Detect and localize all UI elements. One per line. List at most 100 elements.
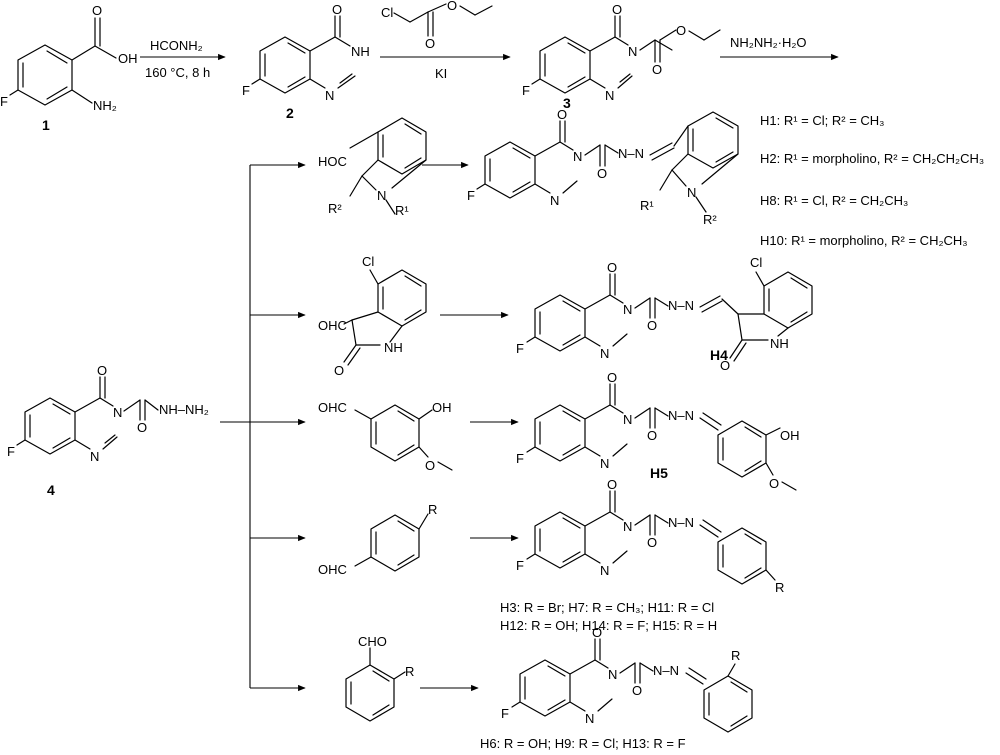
fluoro-label: F [516,341,524,356]
lactam-o: O [334,363,344,378]
legend-h10: H10: R¹ = morpholino, R² = CH₂CH₃ [760,233,968,248]
n1-label: N [600,456,609,471]
hydroxy-label: OH [432,400,452,415]
lactam-nh: NH [384,340,403,355]
hydrazide-label: NH–NH₂ [159,402,209,417]
n3-label: N [623,302,632,317]
compound-number: H5 [650,465,668,481]
ether-o: O [676,23,686,38]
n1-label: N [600,563,609,578]
n3-label: N [628,44,637,59]
carbonyl-o: O [592,625,602,640]
n3-label: N [113,405,122,420]
indole-n: N [687,185,696,200]
catalyst-label: KI [435,66,447,81]
carbonyl-o: O [607,260,617,275]
branch-tree [220,161,306,692]
aldehyde-label: OHC [318,318,347,333]
r-label: R [775,580,784,595]
compound-number: 2 [286,105,294,121]
nh-label: NH [351,44,370,59]
n1-label: N [585,711,594,726]
compound-2: O NH N F 2 [242,2,370,121]
fluoro-label: F [0,94,8,109]
legend-h1: H1: R¹ = Cl; R² = CH₃ [760,113,884,128]
aldehyde-label: HOC [318,154,347,169]
compound-1: O OH NH₂ F 1 [0,3,138,133]
hydrazone-label: N–N [653,663,679,678]
isovanillin-hydrazone-product: O N N O N–N OH O F H5 [516,370,800,491]
r1-label: R¹ [640,198,654,213]
compound-4: O N N O NH–NH₂ F 4 [7,363,209,498]
amino-group: NH₂ [93,98,117,113]
para-benzaldehyde: R OHC [318,502,437,577]
n1-label: N [550,193,559,208]
para-legend-line-1: H3: R = Br; H7: R = CH₃; H11: R = Cl [500,600,714,615]
fluoro-label: F [501,706,509,721]
n3-label: N [623,519,632,534]
n3-label: N [608,667,617,682]
ethyl-chloroacetate: Cl O O [381,0,493,51]
r-label: R [405,664,414,679]
ether-o: O [447,0,457,13]
n3-label: N [573,149,582,164]
carbonyl-o: O [612,2,622,17]
aldehyde-label: CHO [358,634,387,649]
oxindole-hydrazone-product: O N N O N–N Cl O NH F H4 [516,255,813,373]
n1-label: N [325,88,334,103]
carbonyl-o: O [607,370,617,385]
chloro-label: Cl [381,5,393,20]
n1-label: N [600,346,609,361]
compound-number: H4 [710,347,728,363]
hydrazone-label: N–N [668,298,694,313]
compound-number: 1 [42,117,50,133]
conditions-label: 160 °C, 8 h [145,65,210,80]
hydroxy-label: OH [780,428,800,443]
amide-o: O [597,166,607,181]
hydrazone-label: N–N [618,146,644,161]
isovanillin-aldehyde: OHC OH O [318,400,453,473]
ortho-benzaldehyde: CHO R [345,634,414,722]
ester-o: O [425,36,435,51]
fluoro-label: F [467,188,475,203]
n1-label: N [605,88,614,103]
indole-hydrazone-product: O N N O N–N N R¹ R² F [467,107,739,227]
hydrazine-reagent: NH₂NH₂·H₂O [730,35,807,50]
fluoro-label: F [516,558,524,573]
reagent-formamide: HCONH₂ [150,38,203,53]
fluoro-label: F [522,83,530,98]
indole-n: N [377,188,386,203]
fluoro-label: F [242,83,250,98]
ortho-legend: H6: R = OH; H9: R = Cl; H13: R = F [480,736,686,751]
para-hydrazone-product: O N N O N–N R F [516,477,784,595]
n1-label: N [90,449,99,464]
ester-o: O [652,62,662,77]
amide-o: O [647,535,657,550]
chloro-label: Cl [750,255,762,270]
fluoro-label: F [516,451,524,466]
para-legend-line-2: H12: R = OH; H14: R = F; H15: R = H [500,618,717,633]
r-label: R [731,648,740,663]
legend-h8: H8: R¹ = Cl, R² = CH₂CH₃ [760,193,908,208]
compound-3: O N N O O F 3 [522,2,721,111]
carbonyl-o: O [332,2,342,17]
aldehyde-label: OHC [318,562,347,577]
legend-h2: H2: R¹ = morpholino, R² = CH₂CH₂CH₃ [760,151,984,166]
r2-label: R² [703,212,717,227]
acid-oh: OH [118,51,138,66]
compound-number: 3 [563,95,571,111]
carbonyl-o: O [92,3,102,18]
r-label: R [428,502,437,517]
methoxy-o: O [425,458,435,473]
fluoro-label: F [7,444,15,459]
hydrazone-label: N–N [668,515,694,530]
carbonyl-o: O [557,107,567,122]
ortho-hydrazone-product: O N N O N–N R F [501,625,753,733]
lactam-o: O [720,358,730,373]
chloro-label: Cl [362,254,374,269]
amide-o: O [647,318,657,333]
r1-label: R¹ [395,203,409,218]
r2-label: R² [328,201,342,216]
amide-o: O [632,683,642,698]
amide-o: O [137,420,147,435]
